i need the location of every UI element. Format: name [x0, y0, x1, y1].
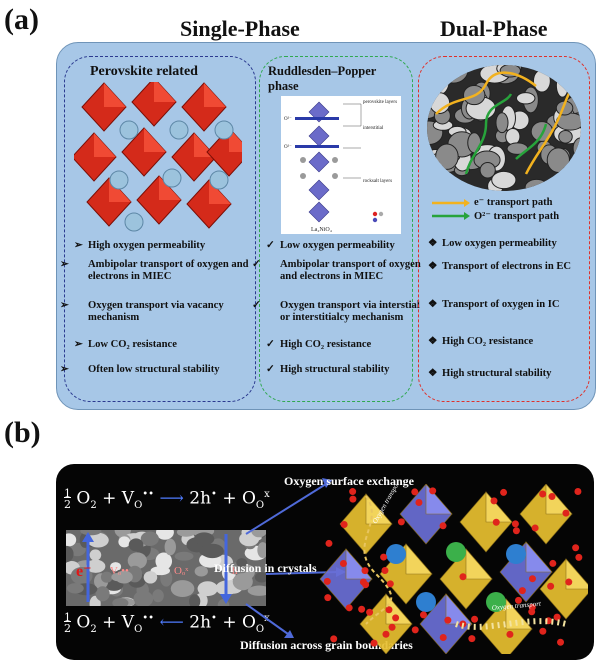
perovskite-structure-image — [74, 82, 242, 232]
rp-bullet-2: ✓Ambipolar transport of oxygen and elect… — [252, 259, 421, 282]
perovskite-bullet-4: ➢Low CO₂ resistance — [74, 339, 177, 350]
dual-phase-column — [418, 56, 590, 402]
crystal-structure-image: Oxygen transport Oxygen transport — [319, 484, 588, 654]
electron-label: e⁻ — [76, 563, 92, 580]
perovskite-bullet-3: ➢Oxygen transport via vacancy mechanism — [60, 300, 224, 323]
ruddlesden-popper-column — [259, 56, 413, 402]
inset-label-o2: O²⁻ — [284, 144, 292, 150]
dual-bullet-2: ❖Transport of electrons in EC — [428, 261, 572, 272]
dual-phase-microstructure-image — [427, 65, 581, 191]
heading-single-phase: Single-Phase — [180, 16, 300, 41]
dual-bullet-1: ❖Low oxygen permeability — [428, 238, 557, 249]
inset-formula: La₂NiO₄ — [311, 227, 332, 233]
label-diffusion-in-crystals: Diffusion in crystals — [214, 561, 317, 575]
inset-label-perovskite-layers: perovskite layers — [363, 100, 397, 105]
membrane-microstructure: e⁻ Vₒ•• Oₒˣ h — [66, 530, 266, 606]
label-oxygen-surface-exchange: Oxygen surface exchange — [284, 474, 414, 488]
perovskite-bullet-5: ➢Often low structural stability — [60, 364, 220, 375]
hole-label: h — [232, 565, 238, 577]
legend-oxygen-path: O²⁻ transport path — [474, 211, 560, 222]
legend-arrows — [432, 199, 470, 220]
dual-bullet-5: ❖High structural stability — [428, 368, 552, 379]
rp-bullet-5: ✓High structural stability — [266, 364, 390, 375]
perovskite-column — [64, 56, 256, 402]
dual-bullet-4: ❖High CO₂ resistance — [428, 336, 534, 347]
oxide-label: Oₒˣ — [174, 565, 189, 577]
inset-label-rocksalt-layers: rocksalt layers — [363, 179, 392, 184]
ruddlesden-popper-title: Ruddlesden–Popper phase — [268, 64, 377, 93]
perovskite-bullet-2: ➢Ambipolar transport of oxygen and elect… — [60, 259, 249, 282]
rp-bullet-1: ✓Low oxygen permeability — [266, 240, 395, 251]
legend-electron-path: e⁻ transport path — [474, 197, 553, 208]
ruddlesden-popper-structure-image: perovskite layers interstitial rocksalt … — [281, 96, 401, 234]
inset-label-o1: O²⁻ — [284, 116, 292, 122]
vacancy-label: Vₒ•• — [110, 565, 129, 577]
perovskite-title: Perovskite related — [90, 64, 198, 79]
panel-label-b: (b) — [4, 416, 41, 449]
panel-label-a: (a) — [4, 3, 39, 36]
heading-dual-phase: Dual-Phase — [440, 16, 548, 41]
label-diffusion-grain-boundaries: Diffusion across grain boundaries — [240, 638, 413, 652]
rp-bullet-4: ✓High CO₂ resistance — [266, 339, 372, 350]
inset-label-interstitial: interstitial — [363, 126, 384, 131]
rp-bullet-3: ✓Oxygen transport via interstial or inte… — [252, 300, 420, 323]
perovskite-bullet-1: ➢High oxygen permeability — [74, 240, 206, 251]
dual-bullet-3: ❖Transport of oxygen in IC — [428, 299, 560, 310]
